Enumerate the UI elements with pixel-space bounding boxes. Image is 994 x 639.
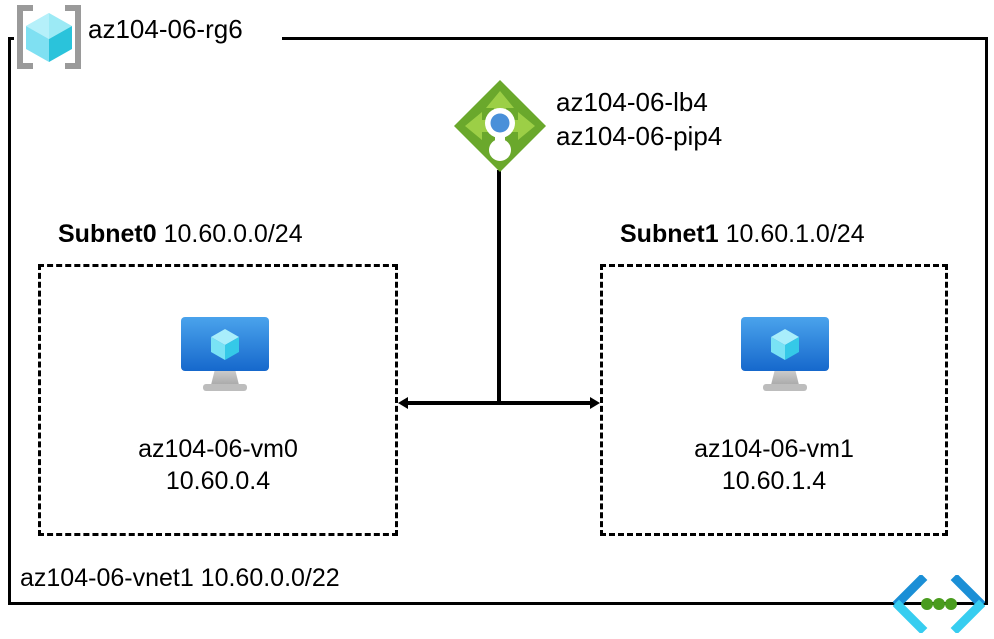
vm0-ip: 10.60.0.4 [165,467,271,495]
virtual-machine-icon [737,313,833,393]
subnet0-boundary [38,264,398,536]
subnet0-caption: Subnet0 10.60.0.0/24 [58,222,303,247]
resource-group-boundary [8,37,988,605]
resource-group-name: az104-06-rg6 [88,14,243,44]
vm1-ip: 10.60.1.4 [721,467,827,495]
load-balancer-name: az104-06-lb4 [556,87,708,117]
virtual-network-icon [892,573,986,635]
vm0-label: az104-06-vm0 10.60.0.4 [38,433,398,497]
vnet-label: az104-06-vnet1 10.60.0.0/22 [20,564,340,592]
vm0-name: az104-06-vm0 [138,435,298,463]
load-balancer-icon [452,78,548,174]
subnet1-cidr: 10.60.1.0/24 [725,220,865,248]
virtual-machine-icon [177,313,273,393]
subnet0-cidr: 10.60.0.0/24 [163,220,303,248]
subnet1-caption: Subnet1 10.60.1.0/24 [620,222,865,247]
vm1-label: az104-06-vm1 10.60.1.4 [594,433,954,497]
subnet1-name: Subnet1 [620,220,719,248]
load-balancer-labels: az104-06-lb4 az104-06-pip4 [556,85,722,154]
resource-group-cube-icon [14,4,84,70]
vm1-name: az104-06-vm1 [694,435,854,463]
subnet0-name: Subnet0 [58,220,157,248]
public-ip-name: az104-06-pip4 [556,121,723,152]
subnet1-boundary [600,264,948,536]
